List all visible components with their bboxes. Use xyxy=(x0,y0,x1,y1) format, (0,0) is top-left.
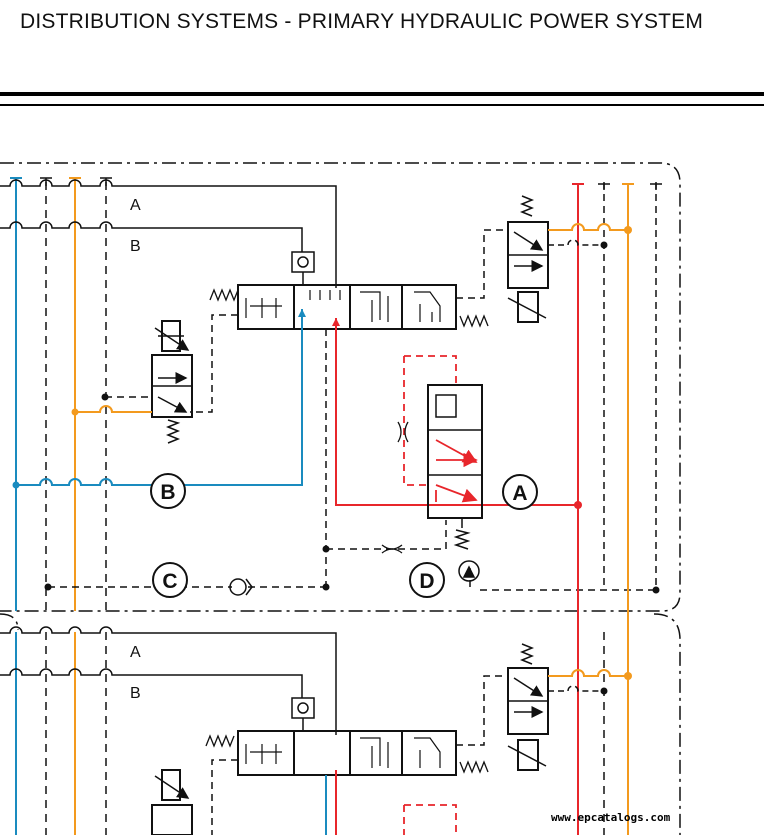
callout-a: A xyxy=(502,474,538,510)
svg-text:B: B xyxy=(160,481,175,504)
junction-dot xyxy=(652,586,660,594)
junction-dot xyxy=(322,545,330,553)
svg-text:D: D xyxy=(419,570,434,593)
orange-pilot-line xyxy=(75,405,152,413)
module-boundary-lower xyxy=(0,613,681,835)
flow-arrow xyxy=(332,318,340,326)
callout-b: B xyxy=(150,473,186,509)
right-trunk-lines xyxy=(572,183,662,835)
drain-line-right xyxy=(548,239,604,246)
pilot-drain-lines xyxy=(48,182,657,591)
blue-supply-line xyxy=(16,309,303,486)
orange-pilot-line-right xyxy=(548,223,628,231)
svg-text:A: A xyxy=(512,482,527,505)
line-label-b: B xyxy=(130,238,141,255)
junction-dot xyxy=(44,583,52,591)
module-boundary-upper xyxy=(0,162,681,612)
pressure-reducing-valve-flow xyxy=(403,355,478,506)
check-valve-c xyxy=(229,578,253,596)
pressure-reducing-valve xyxy=(427,384,483,582)
junction-dot xyxy=(574,501,582,509)
line-label-a: A xyxy=(130,197,141,214)
watermark: www.epcatalogs.com xyxy=(551,811,671,824)
restrictor-symbol xyxy=(381,544,403,554)
lower-module xyxy=(0,626,632,835)
pilot-line-a xyxy=(0,179,337,288)
header-rule-thick xyxy=(0,92,764,96)
pilot-line-b xyxy=(0,221,303,252)
junction-dot xyxy=(71,408,79,416)
junction-dot xyxy=(322,583,330,591)
orifice-symbol xyxy=(397,421,409,443)
page-title: DISTRIBUTION SYSTEMS - PRIMARY HYDRAULIC… xyxy=(20,10,704,33)
directional-control-valve xyxy=(209,251,489,330)
flow-arrow xyxy=(298,309,306,317)
junction-dot xyxy=(12,481,20,489)
solenoid-valve-left xyxy=(151,320,193,444)
junction-dot xyxy=(600,241,608,249)
junction-dot xyxy=(101,393,109,401)
callout-d: D xyxy=(409,562,445,598)
red-pressure-line xyxy=(335,318,578,506)
junction-dot xyxy=(624,226,632,234)
left-trunk-lines xyxy=(10,177,112,611)
callout-c: C xyxy=(152,562,188,598)
solenoid-valve-right xyxy=(507,195,549,323)
line-label-b-lower: B xyxy=(130,685,141,702)
line-label-a-lower: A xyxy=(130,644,141,661)
svg-text:C: C xyxy=(162,570,177,593)
header-rule-thin xyxy=(0,104,764,106)
